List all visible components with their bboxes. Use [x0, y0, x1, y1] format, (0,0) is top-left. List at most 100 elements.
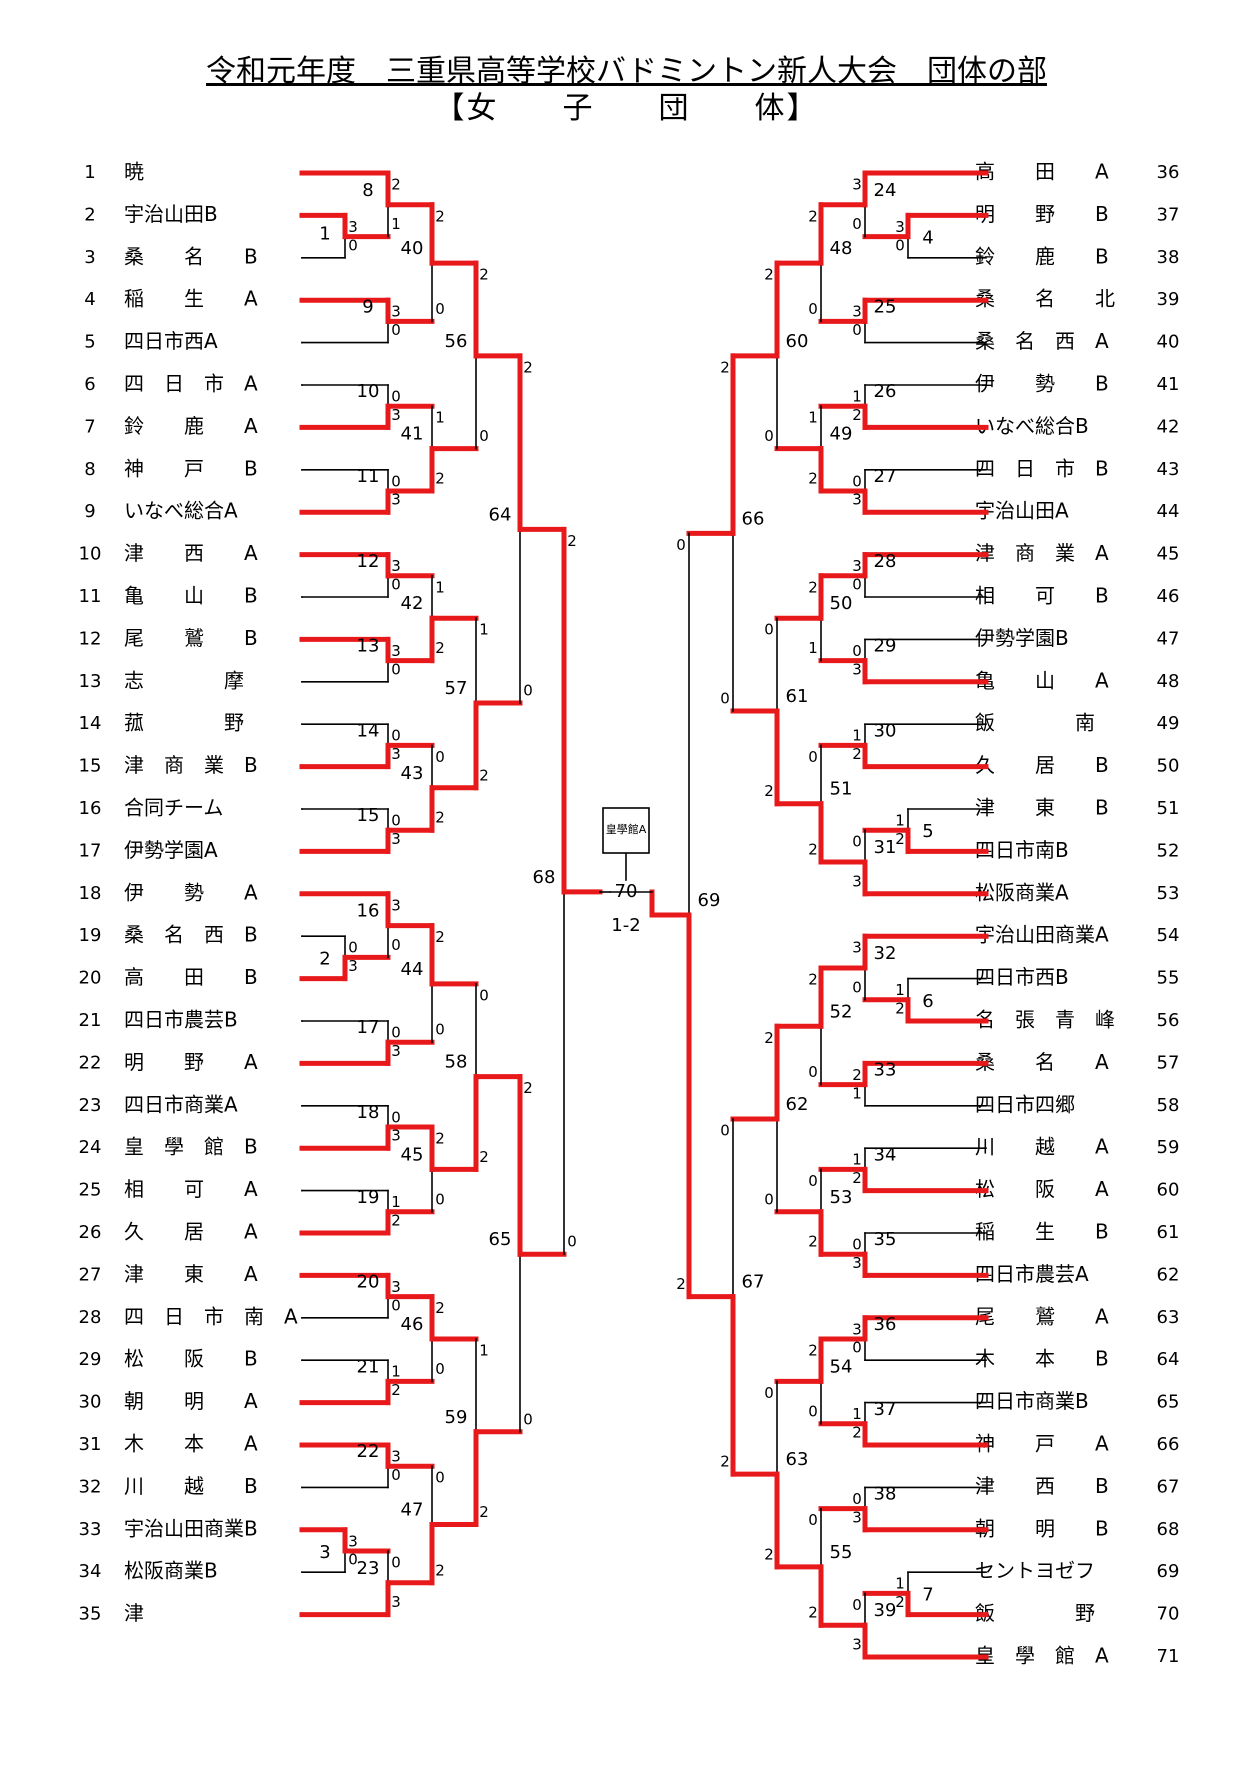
- score: 2: [479, 266, 489, 284]
- score: 2: [435, 1561, 445, 1579]
- seed-number: 55: [1157, 968, 1180, 989]
- seed-number: 29: [79, 1349, 102, 1370]
- team-name: 朝 明 A: [124, 1389, 258, 1413]
- score: 0: [435, 748, 445, 766]
- team-name: 亀 山 A: [975, 668, 1109, 692]
- score: 3: [391, 406, 401, 424]
- score: 0: [808, 300, 818, 318]
- match-number: 44: [401, 959, 424, 980]
- match-number: 5: [922, 821, 933, 842]
- match-number: 49: [830, 424, 853, 445]
- champion-box: [602, 807, 650, 854]
- match-number: 62: [786, 1094, 809, 1115]
- champion-name: 皇學館A: [606, 822, 647, 836]
- score: 0: [391, 812, 401, 830]
- seed-number: 37: [1157, 204, 1180, 225]
- match-number: 1: [319, 224, 330, 245]
- match-number: 16: [357, 901, 380, 922]
- match-number: 68: [533, 867, 556, 888]
- score: 2: [435, 809, 445, 827]
- match-number: 54: [830, 1356, 853, 1377]
- seed-number: 31: [79, 1434, 102, 1455]
- match-number: 52: [830, 1001, 853, 1022]
- team-name: 桑 名 西 B: [124, 923, 258, 947]
- seed-number: 1: [84, 162, 95, 183]
- seed-number: 36: [1157, 162, 1180, 183]
- team-name: いなべ総合B: [975, 414, 1089, 438]
- match-number: 65: [489, 1229, 512, 1250]
- score: 3: [391, 491, 401, 509]
- seed-number: 28: [79, 1307, 102, 1328]
- score: 2: [895, 830, 905, 848]
- team-name: 鈴 鹿 A: [124, 414, 258, 438]
- score: 3: [852, 660, 862, 678]
- team-name: 川 越 B: [124, 1474, 258, 1498]
- seed-number: 47: [1157, 628, 1180, 649]
- score: 2: [852, 1066, 862, 1084]
- score: 2: [435, 639, 445, 657]
- match-number: 66: [742, 508, 765, 529]
- score: 0: [391, 388, 401, 406]
- match-number: 20: [357, 1272, 380, 1293]
- match-number: 10: [357, 381, 380, 402]
- score: 0: [435, 300, 445, 318]
- score: 1: [852, 388, 862, 406]
- score: 3: [852, 176, 862, 194]
- team-name: 四日市商業B: [975, 1389, 1089, 1413]
- score: 0: [764, 1384, 774, 1402]
- match-number: 55: [830, 1542, 853, 1563]
- match-number: 43: [401, 763, 424, 784]
- team-name: 桑 名 B: [124, 244, 258, 268]
- seed-number: 5: [84, 332, 95, 353]
- seed-number: 11: [79, 586, 102, 607]
- team-name: 四日市四郷: [975, 1092, 1075, 1116]
- score: 0: [808, 1511, 818, 1529]
- score: 2: [435, 1130, 445, 1148]
- match-number: 23: [357, 1558, 380, 1579]
- match-number: 53: [830, 1187, 853, 1208]
- score: 0: [435, 1360, 445, 1378]
- score: 3: [852, 1254, 862, 1272]
- score: 1: [808, 409, 818, 427]
- score: 0: [391, 472, 401, 490]
- score: 2: [808, 578, 818, 596]
- match-number: 30: [874, 720, 897, 741]
- team-name: 久 居 A: [124, 1220, 258, 1244]
- match-number: 63: [786, 1449, 809, 1470]
- team-name: 四 日 市 南 A: [124, 1304, 298, 1328]
- seed-number: 60: [1157, 1180, 1180, 1201]
- team-name: 暁: [124, 160, 144, 184]
- team-name: 松 阪 A: [975, 1177, 1109, 1201]
- team-name: 宇治山田B: [124, 202, 218, 226]
- seed-number: 52: [1157, 840, 1180, 861]
- score: 2: [764, 1545, 774, 1563]
- match-number: 36: [874, 1314, 897, 1335]
- seed-number: 38: [1157, 247, 1180, 268]
- score: 1: [435, 578, 445, 596]
- match-number: 7: [922, 1584, 933, 1605]
- seed-number: 57: [1157, 1052, 1180, 1073]
- seed-number: 33: [79, 1519, 102, 1540]
- seed-number: 71: [1157, 1646, 1180, 1667]
- score: 1: [479, 1342, 489, 1360]
- team-name: 木 本 A: [124, 1432, 258, 1456]
- seed-number: 35: [79, 1604, 102, 1625]
- seed-number: 14: [79, 713, 102, 734]
- score: 2: [523, 1079, 533, 1097]
- score: 3: [348, 957, 358, 975]
- match-number: 46: [401, 1314, 424, 1335]
- seed-number: 49: [1157, 713, 1180, 734]
- score: 2: [479, 766, 489, 784]
- score: 1: [391, 1363, 401, 1381]
- team-name: 高 田 B: [124, 965, 258, 989]
- score: 0: [852, 833, 862, 851]
- score: 0: [808, 748, 818, 766]
- seed-number: 8: [84, 459, 95, 480]
- match-number: 31: [874, 837, 897, 858]
- score: 3: [391, 896, 401, 914]
- match-number: 57: [445, 678, 468, 699]
- match-number: 6: [922, 991, 933, 1012]
- score: 1: [479, 621, 489, 639]
- team-name: 明 野 B: [975, 202, 1109, 226]
